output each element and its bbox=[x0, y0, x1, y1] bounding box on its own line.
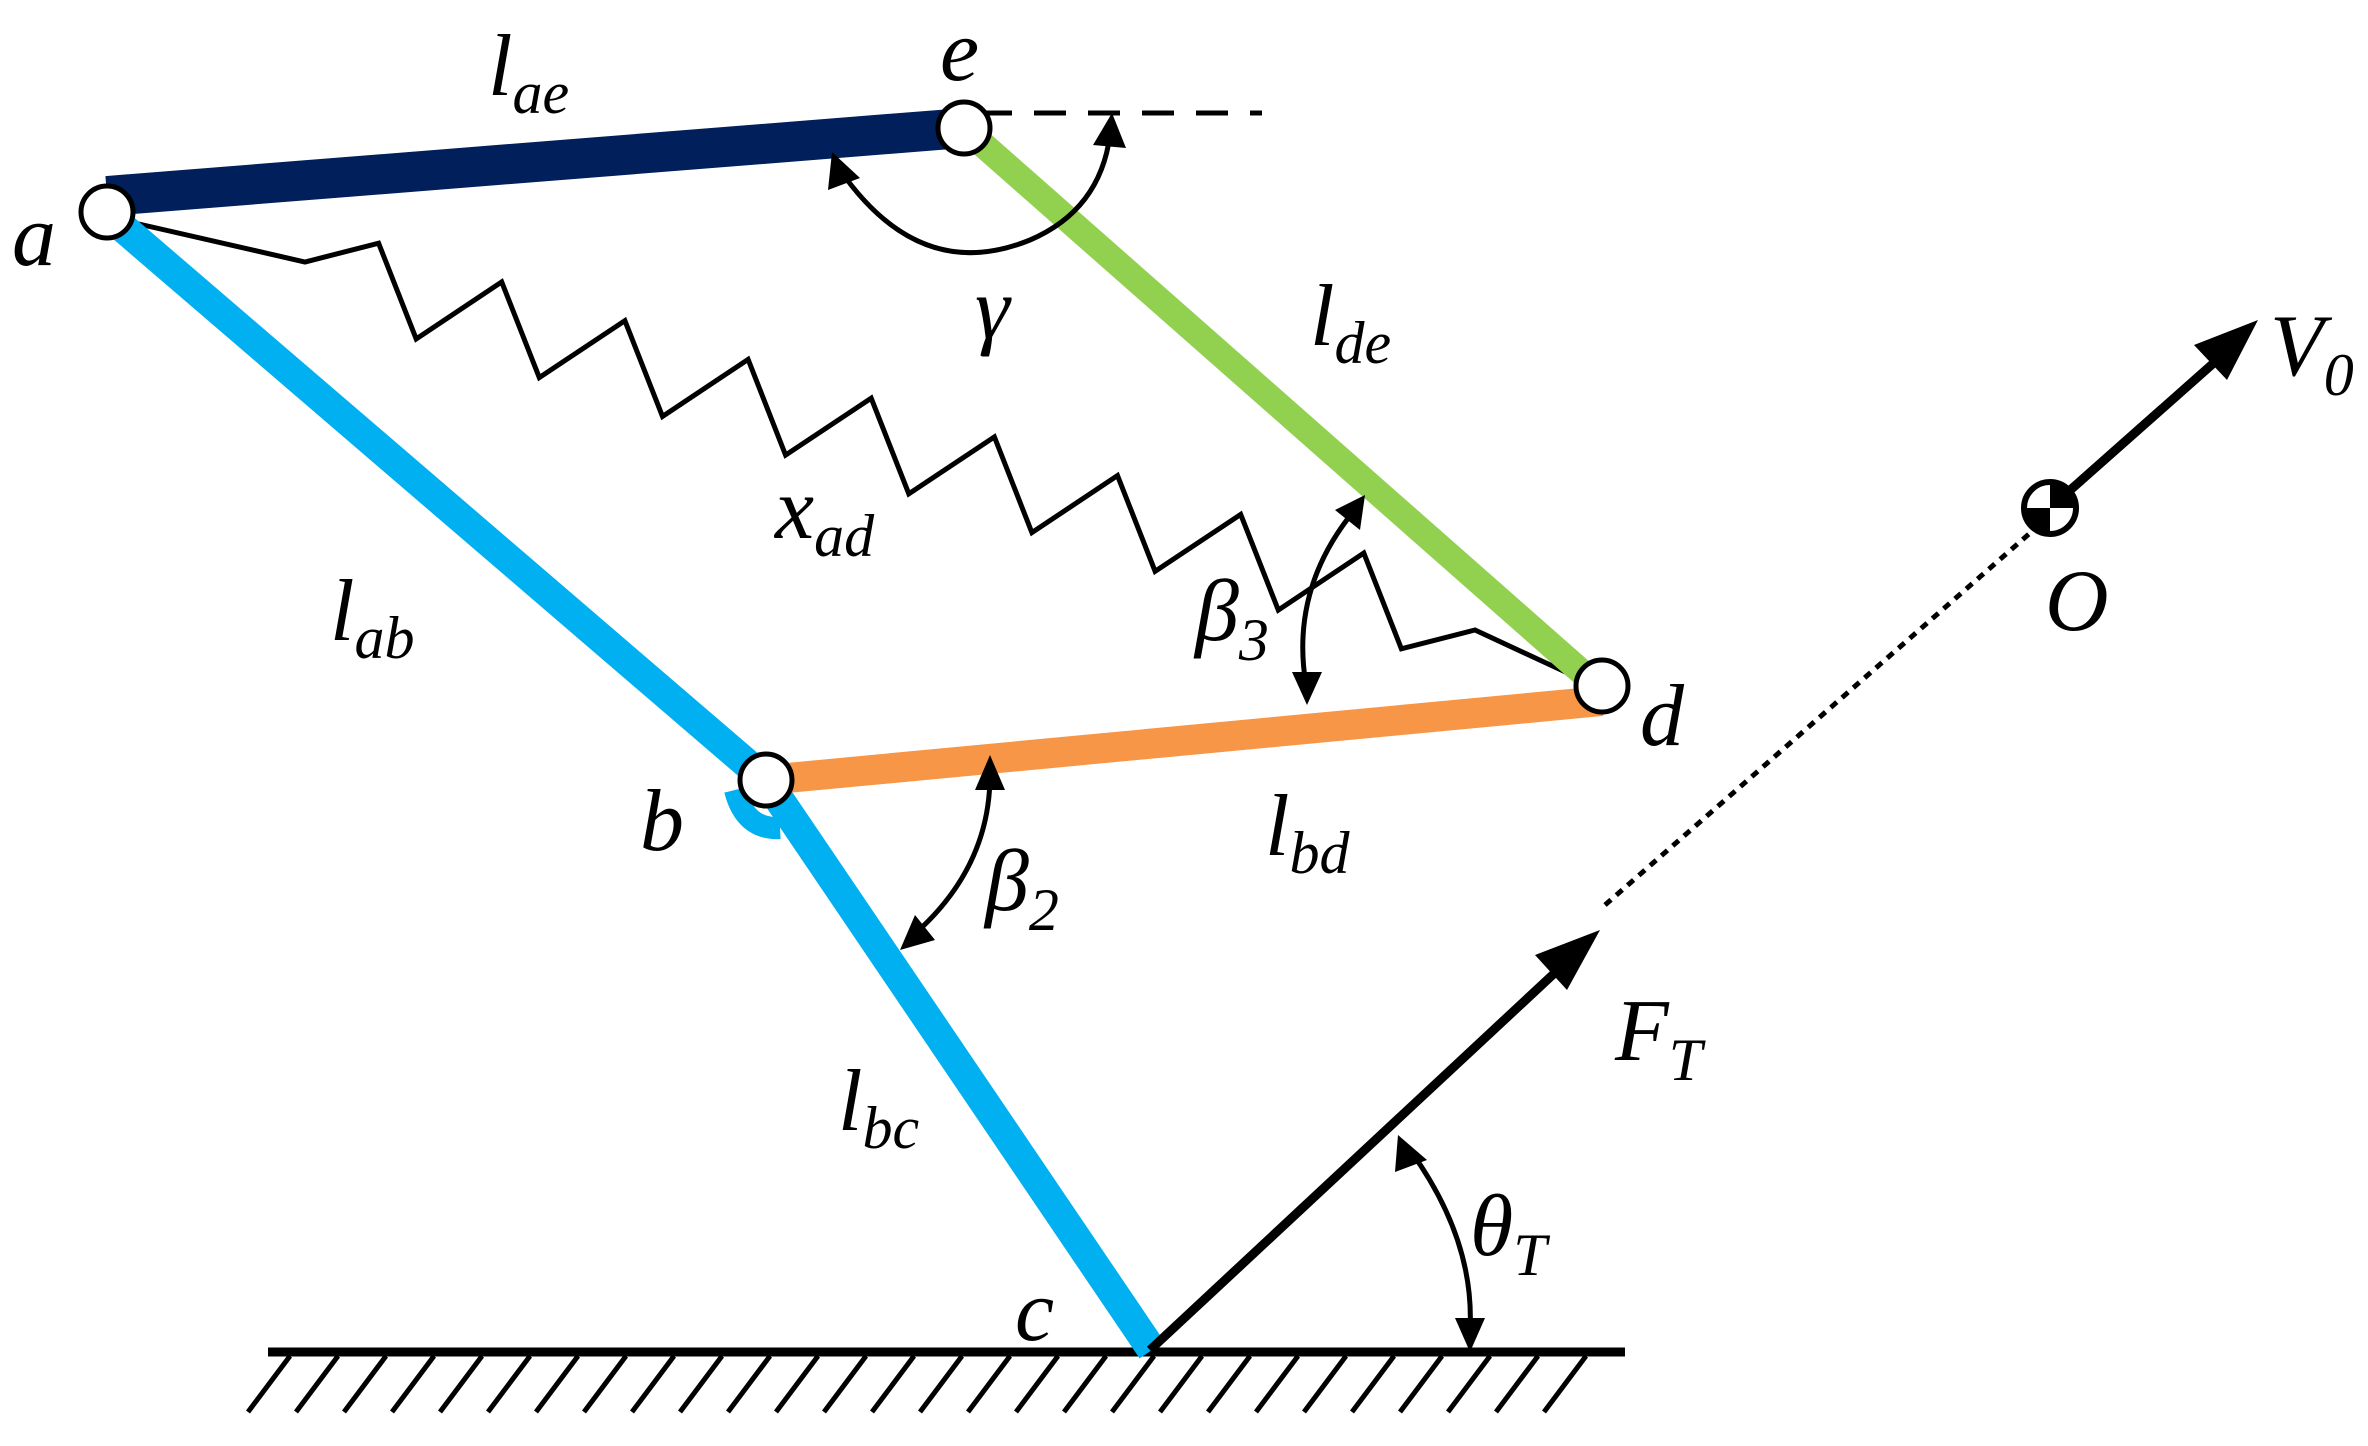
link-b-elbow bbox=[724, 786, 781, 840]
label-l-ab: lab bbox=[330, 563, 414, 671]
center-of-mass-icon bbox=[2021, 479, 2079, 537]
ground-hatch bbox=[1254, 1354, 1300, 1414]
label-beta3: β3 bbox=[1193, 563, 1269, 673]
ground-hatch bbox=[390, 1354, 436, 1414]
label-beta2: β2 bbox=[983, 833, 1059, 943]
angle-thetaT-arc bbox=[1395, 1135, 1485, 1352]
ground-hatch bbox=[726, 1354, 772, 1414]
joint-label-b: b bbox=[640, 773, 684, 870]
label-thetaT: θT bbox=[1470, 1178, 1550, 1288]
ground-hatch bbox=[1158, 1354, 1204, 1414]
joint-a bbox=[78, 183, 136, 241]
label-FT: FT bbox=[1614, 983, 1706, 1093]
ground-hatch bbox=[918, 1354, 964, 1414]
joint-d bbox=[1573, 657, 1631, 715]
ground-hatch bbox=[1494, 1354, 1540, 1414]
ground-hatch bbox=[582, 1354, 628, 1414]
link-de bbox=[955, 118, 1611, 700]
ground-hatch bbox=[870, 1354, 916, 1414]
label-l-bd: lbd bbox=[1265, 778, 1350, 886]
ground-hatch bbox=[1398, 1354, 1444, 1414]
ground-hatch bbox=[1062, 1354, 1108, 1414]
ground-hatch bbox=[1302, 1354, 1348, 1414]
dotted-line-to-O bbox=[1603, 518, 2047, 907]
joint-b bbox=[737, 751, 795, 809]
force-arrow-FT bbox=[1146, 930, 1600, 1354]
label-gamma: γ bbox=[975, 261, 1012, 358]
ground bbox=[246, 1347, 1625, 1414]
ground-hatch bbox=[486, 1354, 532, 1414]
label-l-bc: lbc bbox=[838, 1053, 919, 1161]
link-bc bbox=[753, 771, 1165, 1359]
label-l-ae: lae bbox=[488, 18, 569, 126]
ground-hatch bbox=[342, 1354, 388, 1414]
ground-hatch bbox=[438, 1354, 484, 1414]
ground-hatch bbox=[534, 1354, 580, 1414]
ground-hatch bbox=[294, 1354, 340, 1414]
joint-label-a: a bbox=[12, 188, 56, 285]
velocity-arrow-V0 bbox=[2047, 320, 2258, 512]
joint-label-e: e bbox=[940, 3, 979, 100]
angle-beta2-arc bbox=[900, 755, 1005, 950]
ground-hatch bbox=[678, 1354, 724, 1414]
ground-hatch bbox=[246, 1354, 292, 1414]
ground-hatch bbox=[630, 1354, 676, 1414]
spring-x-ad bbox=[129, 219, 1602, 691]
ground-hatch bbox=[1110, 1354, 1156, 1414]
ground-hatch bbox=[966, 1354, 1012, 1414]
ground-hatch bbox=[1014, 1354, 1060, 1414]
link-ab bbox=[97, 202, 776, 792]
joint-label-d: d bbox=[1640, 668, 1685, 765]
label-l-de: lde bbox=[1310, 268, 1391, 376]
ground-hatch bbox=[822, 1354, 868, 1414]
ground-hatch bbox=[1542, 1354, 1588, 1414]
ground-hatch bbox=[1206, 1354, 1252, 1414]
ground-hatch bbox=[1446, 1354, 1492, 1414]
angle-beta3-arc bbox=[1292, 495, 1365, 705]
ground-hatching-icon bbox=[246, 1354, 1588, 1414]
link-ae bbox=[105, 108, 966, 216]
ground-hatch bbox=[774, 1354, 820, 1414]
joint-e bbox=[935, 99, 993, 157]
joint-label-c: c bbox=[1015, 1263, 1054, 1360]
center-label-O: O bbox=[2045, 553, 2109, 650]
ground-hatch bbox=[1350, 1354, 1396, 1414]
angle-gamma-arc bbox=[828, 113, 1126, 255]
link-bd bbox=[764, 686, 1604, 795]
label-x-ad: xad bbox=[773, 461, 875, 569]
label-V0: V0 bbox=[2270, 298, 2354, 408]
